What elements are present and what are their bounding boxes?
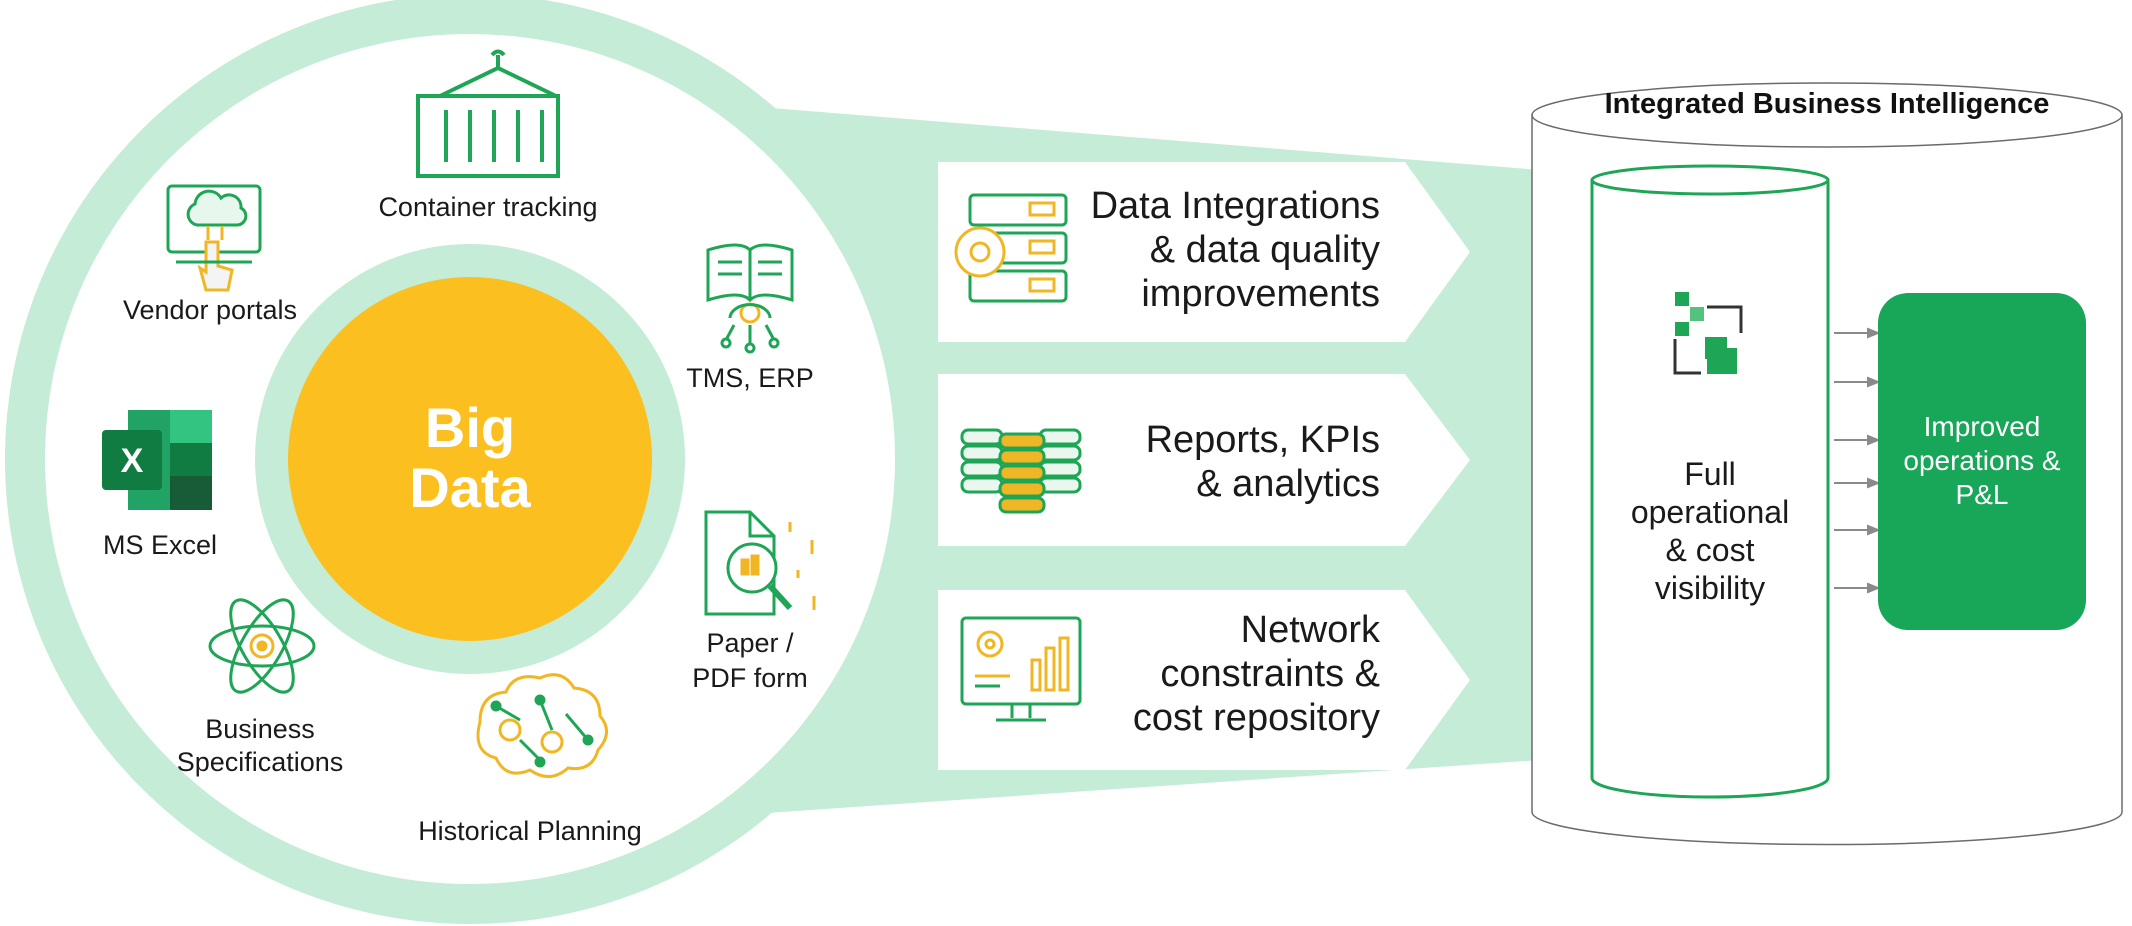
bi-logo-icon xyxy=(1673,292,1743,375)
visibility-line-4: visibility xyxy=(1654,570,1766,606)
step-1-line-2: & data quality xyxy=(1149,229,1380,271)
brain-network-icon xyxy=(476,673,608,778)
book-network-icon xyxy=(706,243,794,354)
document-search-icon xyxy=(704,510,816,616)
outcome-box xyxy=(1878,293,2086,630)
step-1-line-1: Data Integrations xyxy=(1090,185,1380,227)
step-card-2 xyxy=(938,374,1470,546)
step-3-line-3: cost repository xyxy=(1132,697,1380,739)
source-label-vendor-portals: Vendor portals xyxy=(122,295,298,325)
outcome-line-1: Improved xyxy=(1923,411,2041,442)
source-label-ms-excel: MS Excel xyxy=(102,530,218,560)
source-label-historical-planning: Historical Planning xyxy=(418,816,642,846)
bi-title: Integrated Business Intelligence xyxy=(1604,88,2050,120)
source-label-pdf-form: PDF form xyxy=(692,663,808,693)
step-text-3: Network constraints & cost repository xyxy=(1080,608,1380,740)
visibility-line-1: Full xyxy=(1684,456,1736,492)
step-2-line-1: Reports, KPIs xyxy=(1145,419,1380,461)
source-label-business: Business xyxy=(205,714,315,744)
monitor-chart-icon xyxy=(960,616,1082,722)
outcome-line-3: P&L xyxy=(1955,479,2009,510)
inner-cylinder xyxy=(1590,164,1830,799)
shipping-container-icon xyxy=(416,49,560,178)
step-text-1: Data Integrations & data quality improve… xyxy=(1080,184,1380,316)
step-3-line-1: Network xyxy=(1240,609,1380,651)
database-stack-icon xyxy=(960,428,1082,514)
source-label-specifications: Specifications xyxy=(176,747,344,777)
cloud-touch-icon xyxy=(166,184,262,292)
big-data-label: Big Data xyxy=(290,398,650,528)
step-card-3 xyxy=(938,590,1470,770)
visibility-line-3: & cost xyxy=(1665,532,1755,568)
big-data-line-2: Data xyxy=(409,456,531,519)
step-3-line-2: constraints & xyxy=(1160,653,1380,695)
step-2-line-2: & analytics xyxy=(1196,463,1380,505)
svg-text:X: X xyxy=(121,442,144,480)
flow-arrows xyxy=(1834,327,1881,594)
step-1-line-3: improvements xyxy=(1141,273,1380,315)
excel-icon: X xyxy=(102,410,212,510)
atom-icon xyxy=(208,598,316,694)
visibility-line-2: operational xyxy=(1630,494,1790,530)
server-gear-icon xyxy=(954,193,1068,303)
big-data-line-1: Big xyxy=(424,396,516,459)
source-label-tms-erp: TMS, ERP xyxy=(686,363,814,393)
step-text-2: Reports, KPIs & analytics xyxy=(1080,418,1380,506)
outcome-line-2: operations & xyxy=(1903,445,2061,476)
step-card-1 xyxy=(938,162,1470,342)
source-label-paper: Paper / xyxy=(706,628,794,658)
outcome-text: Improved operations & P&L xyxy=(1878,410,2086,512)
big-data-circle xyxy=(288,277,652,641)
source-label-container-tracking: Container tracking xyxy=(378,192,598,222)
visibility-text: Full operational & cost visibility xyxy=(1598,455,1822,607)
